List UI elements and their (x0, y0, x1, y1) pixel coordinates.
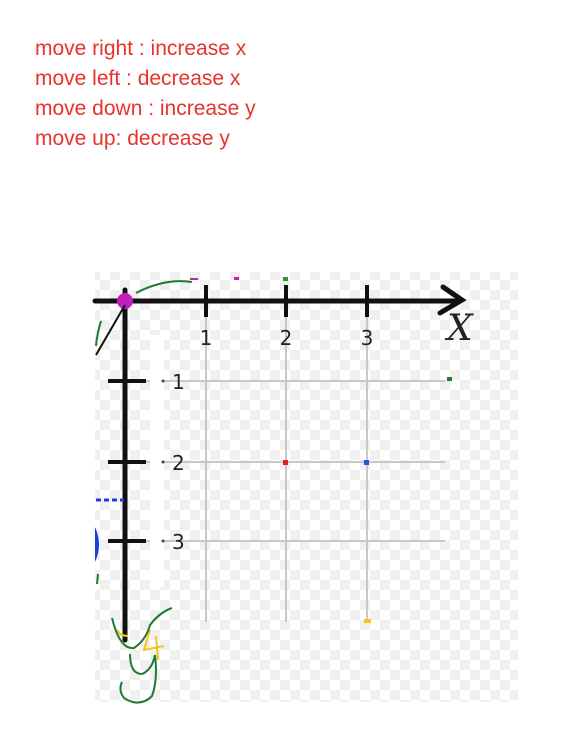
tick-marks (108, 285, 369, 543)
x-tick-label-3: 3 (361, 326, 374, 350)
x-tick-label-1: 1 (200, 326, 213, 350)
note-move-up: move up: decrease y (35, 127, 230, 150)
origin-marker (117, 293, 133, 309)
point-green-top (283, 277, 288, 281)
green-stroke-top (135, 280, 193, 294)
green-swoosh (111, 607, 173, 650)
x-axis-label: X (444, 308, 474, 349)
diagonal-line (95, 304, 126, 356)
point-red (283, 460, 288, 465)
blue-blob (95, 527, 99, 562)
point-yellow (364, 619, 371, 623)
green-stroke-small (96, 573, 99, 585)
point-blue (364, 460, 369, 465)
point-magenta-top-2 (190, 278, 198, 280)
handwritten-y-art (119, 653, 157, 704)
point-magenta-top (234, 277, 239, 280)
axes (92, 284, 467, 643)
y-tick-dot-2 (161, 460, 165, 464)
y-tick-label-1: 1 (172, 370, 185, 394)
y-tick-label-2: 2 (172, 451, 185, 475)
instruction-notes: move right : increase x move left : decr… (35, 34, 256, 154)
label-strip (150, 335, 164, 587)
y-tick-label-3: 3 (172, 530, 185, 554)
yellow-stroke (116, 629, 129, 637)
x-tick-label-2: 2 (280, 326, 293, 350)
canvas-background (95, 272, 518, 702)
handwritten-digit-art (142, 629, 165, 661)
note-move-left: move left : decrease x (35, 67, 241, 90)
y-tick-dot-3 (161, 539, 165, 543)
point-green (447, 377, 452, 381)
green-stroke-left (95, 320, 102, 347)
y-tick-dot-1 (161, 379, 165, 383)
note-move-down: move down : increase y (35, 97, 256, 120)
note-move-right: move right : increase x (35, 37, 247, 60)
x-axis-arrow (437, 284, 467, 316)
